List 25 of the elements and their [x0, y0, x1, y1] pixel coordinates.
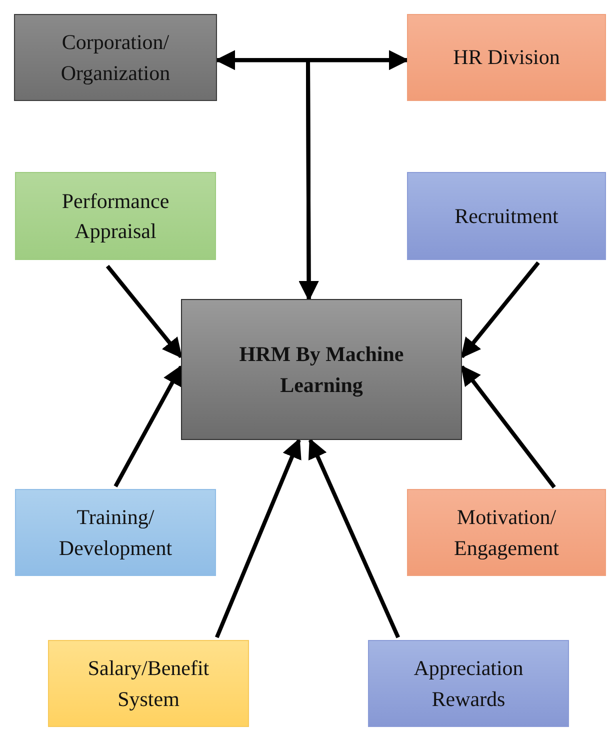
arrow	[460, 261, 540, 358]
process-box	[48, 640, 249, 727]
arrow	[114, 364, 183, 488]
process-box	[15, 489, 216, 576]
process-box	[407, 172, 606, 260]
process-box	[14, 14, 217, 101]
box-label: Recruitment	[454, 202, 558, 230]
box-label: Motivation/ Engagement	[453, 504, 560, 562]
process-box	[407, 14, 606, 101]
arrow	[215, 438, 302, 638]
box-label: Performance Appraisal	[60, 188, 170, 245]
box-label: HRM By Machine Learning	[238, 341, 405, 399]
arrow	[106, 264, 183, 358]
box-label: Corporation/ Organization	[60, 29, 172, 86]
process-box	[407, 489, 606, 576]
process-box	[15, 172, 216, 260]
arrow	[460, 365, 556, 488]
process-box	[368, 640, 569, 727]
box-label: Appreciation Rewards	[412, 655, 524, 712]
box-label: HR Division	[453, 44, 560, 72]
arrow	[298, 58, 407, 301]
box-label: Salary/Benefit System	[86, 655, 210, 712]
box-label: Training/ Development	[58, 504, 174, 562]
central-box	[181, 299, 462, 440]
arrow	[308, 438, 400, 638]
